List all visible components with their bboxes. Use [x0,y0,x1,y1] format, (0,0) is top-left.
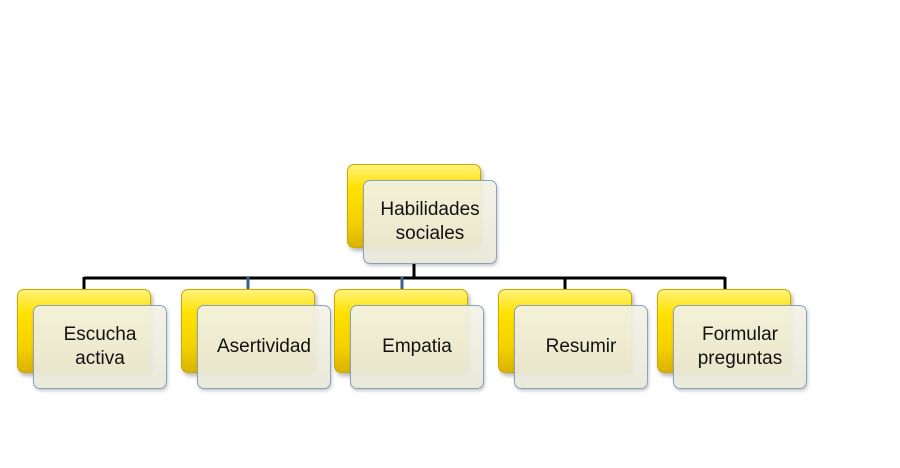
node-front-shape: Asertividad [197,305,331,389]
node-habilidades-sociales: Habilidades sociales [347,164,497,264]
node-front-shape: Resumir [514,305,648,389]
node-front-shape: Escucha activa [33,305,167,389]
node-label: Resumir [545,336,617,357]
node-escucha-activa: Escucha activa [17,289,167,389]
node-front-shape: Empatia [350,305,484,389]
node-formular-preguntas: Formular preguntas [657,289,807,389]
node-empatia: Empatia [334,289,484,389]
node-label: Asertividad [217,336,311,357]
node-asertividad: Asertividad [181,289,331,389]
node-label: Formular preguntas [697,324,783,369]
node-label: Empatia [382,336,452,357]
node-front-shape: Formular preguntas [673,305,807,389]
node-front-shape: Habilidades sociales [363,180,497,264]
node-resumir: Resumir [498,289,648,389]
node-label: Habilidades sociales [380,199,480,244]
node-label: Escucha activa [63,324,137,369]
